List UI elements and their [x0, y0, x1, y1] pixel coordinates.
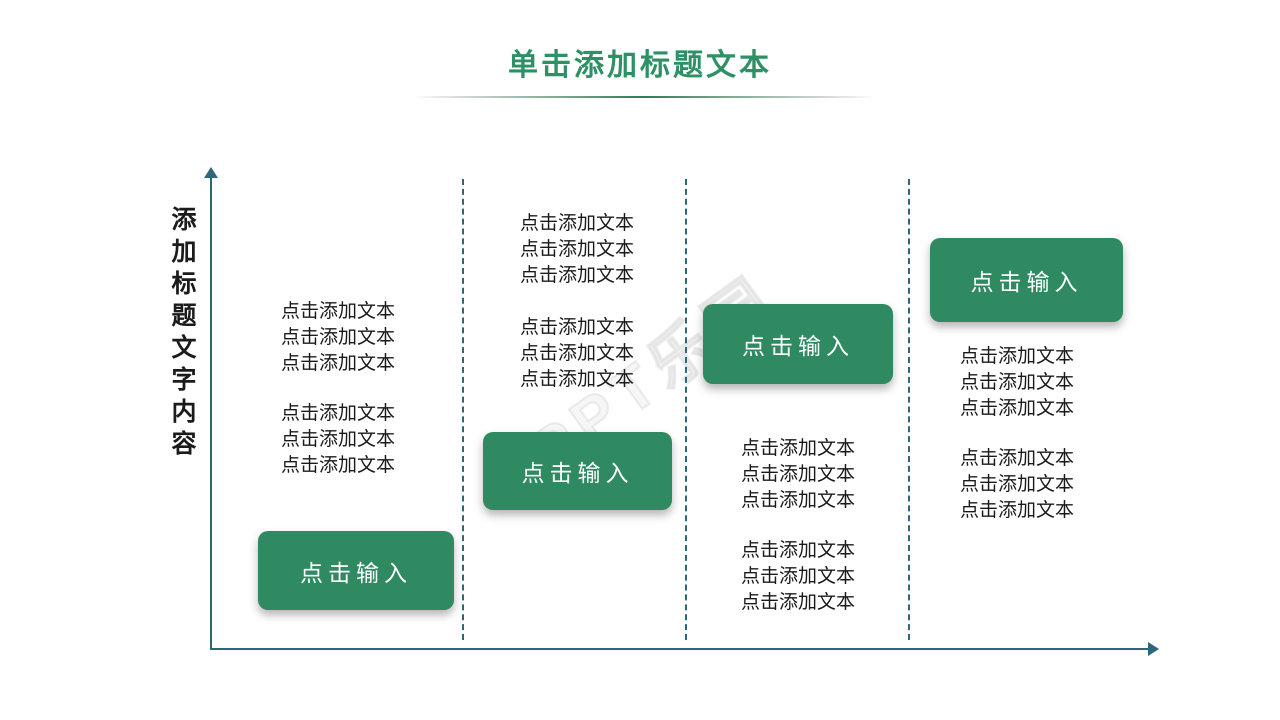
text-placeholder-line[interactable]: 点击添加文本	[740, 438, 855, 459]
text-placeholder-line[interactable]: 点击添加文本	[280, 429, 395, 450]
x-axis-line	[210, 648, 1150, 650]
text-placeholder-line[interactable]: 点击添加文本	[959, 500, 1074, 521]
column3-text-block-2: 点击添加文本 点击添加文本 点击添加文本	[698, 538, 898, 616]
text-placeholder-line[interactable]: 点击添加文本	[280, 353, 395, 374]
column1-text-block-2: 点击添加文本 点击添加文本 点击添加文本	[238, 401, 438, 479]
text-placeholder-line[interactable]: 点击添加文本	[519, 213, 634, 234]
text-placeholder-line[interactable]: 点击添加文本	[959, 372, 1074, 393]
column4-text-block-2: 点击添加文本 点击添加文本 点击添加文本	[917, 446, 1117, 524]
text-placeholder-line[interactable]: 点击添加文本	[519, 369, 634, 390]
input-button-2[interactable]: 点击输入	[483, 432, 672, 510]
text-placeholder-line[interactable]: 点击添加文本	[280, 403, 395, 424]
input-button-3[interactable]: 点击输入	[703, 304, 893, 384]
title-divider	[412, 96, 876, 98]
x-axis-arrow-icon	[1148, 642, 1159, 656]
text-placeholder-line[interactable]: 点击添加文本	[280, 327, 395, 348]
text-placeholder-line[interactable]: 点击添加文本	[740, 490, 855, 511]
y-axis-label[interactable]: 添加标题文字内容	[168, 206, 196, 462]
text-placeholder-line[interactable]: 点击添加文本	[519, 317, 634, 338]
text-placeholder-line[interactable]: 点击添加文本	[740, 464, 855, 485]
text-placeholder-line[interactable]: 点击添加文本	[740, 566, 855, 587]
text-placeholder-line[interactable]: 点击添加文本	[959, 346, 1074, 367]
input-button-4[interactable]: 点击输入	[930, 238, 1123, 322]
text-placeholder-line[interactable]: 点击添加文本	[740, 540, 855, 561]
input-button-1[interactable]: 点击输入	[258, 531, 454, 610]
y-axis-line	[210, 176, 212, 649]
text-placeholder-line[interactable]: 点击添加文本	[959, 474, 1074, 495]
column2-text-block-2: 点击添加文本 点击添加文本 点击添加文本	[477, 315, 677, 393]
text-placeholder-line[interactable]: 点击添加文本	[959, 398, 1074, 419]
text-placeholder-line[interactable]: 点击添加文本	[519, 343, 634, 364]
slide-title-placeholder[interactable]: 单击添加标题文本	[508, 49, 772, 82]
column4-text-block-1: 点击添加文本 点击添加文本 点击添加文本	[917, 344, 1117, 422]
text-placeholder-line[interactable]: 点击添加文本	[519, 239, 634, 260]
column-divider-2	[685, 179, 687, 640]
column2-text-block-1: 点击添加文本 点击添加文本 点击添加文本	[477, 211, 677, 289]
text-placeholder-line[interactable]: 点击添加文本	[519, 265, 634, 286]
column-divider-3	[908, 179, 910, 640]
column1-text-block-1: 点击添加文本 点击添加文本 点击添加文本	[238, 299, 438, 377]
text-placeholder-line[interactable]: 点击添加文本	[280, 455, 395, 476]
column-divider-1	[462, 179, 464, 640]
text-placeholder-line[interactable]: 点击添加文本	[740, 592, 855, 613]
text-placeholder-line[interactable]: 点击添加文本	[280, 301, 395, 322]
column3-text-block-1: 点击添加文本 点击添加文本 点击添加文本	[698, 436, 898, 514]
text-placeholder-line[interactable]: 点击添加文本	[959, 448, 1074, 469]
y-axis-arrow-icon	[204, 167, 218, 178]
